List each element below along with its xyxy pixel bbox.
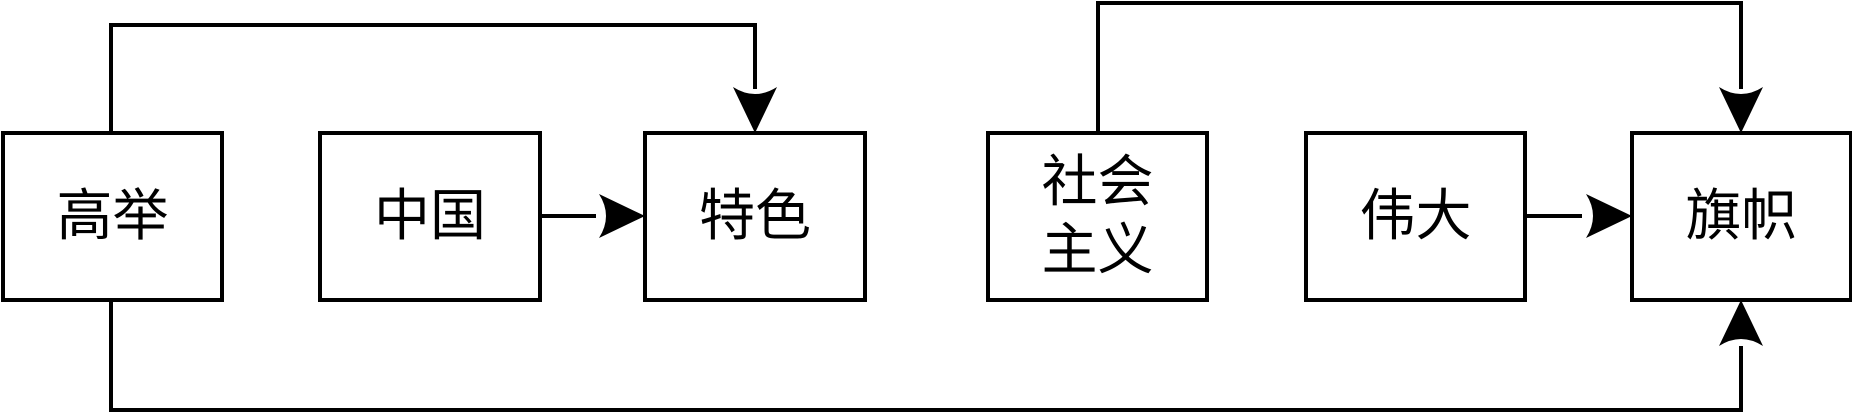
connector-line xyxy=(1096,1,1743,133)
node-box xyxy=(318,131,542,302)
node-label: 伟大 xyxy=(1360,184,1472,249)
arrowhead xyxy=(1719,300,1763,346)
node-label: 旗帜 xyxy=(1686,184,1798,249)
arrowhead xyxy=(733,87,777,133)
node-tese: 特色 xyxy=(643,131,867,302)
edge-gaoju-to-tese xyxy=(109,23,777,133)
node-label: 主义 xyxy=(1042,218,1154,283)
connector-line xyxy=(109,23,757,133)
node-label: 特色 xyxy=(699,184,811,249)
node-box xyxy=(1630,131,1852,302)
node-zhongguo: 中国 xyxy=(318,131,542,302)
edge-weida-to-qizhi xyxy=(1525,194,1632,238)
edge-gaoju-to-qizhi xyxy=(109,300,1763,412)
node-box xyxy=(1304,131,1527,302)
node-label: 社会 xyxy=(1042,150,1154,215)
arrowhead xyxy=(1719,87,1763,133)
node-box xyxy=(1,131,224,302)
edge-zhongguo-to-tese xyxy=(540,194,645,238)
arrowhead xyxy=(599,194,645,238)
arrowhead xyxy=(1586,194,1632,238)
node-label: 高举 xyxy=(57,184,169,249)
node-qizhi: 旗帜 xyxy=(1630,131,1852,302)
node-gaoju: 高举 xyxy=(1,131,224,302)
node-box xyxy=(643,131,867,302)
node-weida: 伟大 xyxy=(1304,131,1527,302)
edge-shehuizhuyi-to-qizhi xyxy=(1096,1,1763,133)
connector-line xyxy=(109,300,1743,412)
node-box xyxy=(986,131,1209,302)
node-label: 中国 xyxy=(374,184,486,249)
